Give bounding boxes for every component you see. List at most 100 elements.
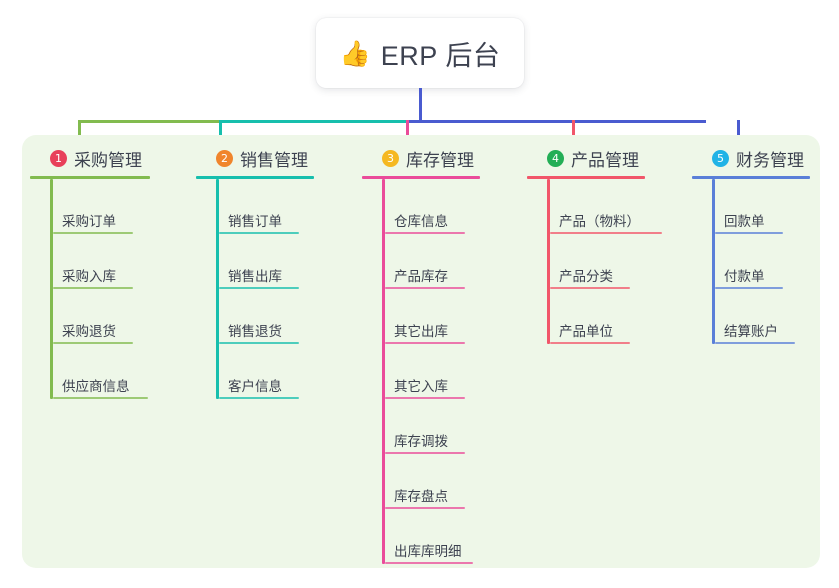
branch-item-underline — [53, 397, 148, 399]
branch-item[interactable]: 产品库存 — [382, 234, 527, 289]
branch-items-sales: 销售订单销售出库销售退货客户信息 — [196, 179, 361, 399]
branch-item-label: 库存调拨 — [394, 434, 448, 449]
branch-item-label: 仓库信息 — [394, 214, 448, 229]
branch-items-product: 产品（物料） 产品分类产品单位 — [527, 179, 692, 344]
branch-item-label: 出库库明细 — [394, 544, 462, 559]
branch-item-label: 采购退货 — [62, 324, 116, 339]
branch-item-underline — [219, 342, 299, 344]
branch-item-underline — [385, 507, 465, 509]
branch-item-underline — [385, 342, 465, 344]
branch-column-product: 4 产品管理产品（物料） 产品分类产品单位 — [527, 146, 692, 344]
branch-item[interactable]: 产品单位 — [547, 289, 692, 344]
root-node-erp-backend[interactable]: 👍 ERP 后台 — [316, 18, 524, 88]
branch-item[interactable]: 销售退货 — [216, 289, 361, 344]
branch-item[interactable]: 供应商信息 — [50, 344, 195, 399]
branch-item[interactable]: 其它出库 — [382, 289, 527, 344]
branch-item-underline — [385, 397, 465, 399]
branch-title: 销售管理 — [240, 150, 308, 170]
branch-items-finance: 回款单付款单结算账户 — [692, 179, 839, 344]
branch-item[interactable]: 回款单 — [712, 179, 839, 234]
branch-column-inventory: 3 库存管理仓库信息产品库存其它出库其它入库库存调拨库存盘点出库库明细 — [362, 146, 527, 564]
branch-header-underline — [196, 176, 314, 179]
branch-item-label: 付款单 — [724, 269, 765, 284]
branch-column-finance: 5 财务管理回款单付款单结算账户 — [692, 146, 839, 344]
branch-title: 采购管理 — [74, 150, 142, 170]
connector-root-stem — [419, 88, 422, 123]
branch-number-badge: 3 — [382, 149, 399, 167]
branch-item-label: 产品库存 — [394, 269, 448, 284]
branch-item-label: 采购入库 — [62, 269, 116, 284]
branch-item-underline — [385, 287, 465, 289]
branch-item-underline — [550, 342, 630, 344]
branch-item-underline — [53, 287, 133, 289]
branch-item[interactable]: 销售订单 — [216, 179, 361, 234]
branch-header-inventory[interactable]: 3 库存管理 — [362, 146, 527, 170]
branch-items-inventory: 仓库信息产品库存其它出库其它入库库存调拨库存盘点出库库明细 — [362, 179, 527, 564]
branch-item-label: 销售订单 — [228, 214, 282, 229]
branch-header-product[interactable]: 4 产品管理 — [527, 146, 692, 170]
branch-item[interactable]: 结算账户 — [712, 289, 839, 344]
branch-header-purchase[interactable]: 1 采购管理 — [30, 146, 195, 170]
branch-items-purchase: 采购订单采购入库采购退货供应商信息 — [30, 179, 195, 399]
branches-panel — [22, 135, 820, 568]
branch-header-underline — [362, 176, 480, 179]
branch-item[interactable]: 采购订单 — [50, 179, 195, 234]
connector-bus-indigo — [406, 120, 706, 123]
branch-header-sales[interactable]: 2 销售管理 — [196, 146, 361, 170]
branch-item[interactable]: 仓库信息 — [382, 179, 527, 234]
connector-drop-1 — [78, 120, 81, 146]
branch-item[interactable]: 库存调拨 — [382, 399, 527, 454]
branch-item[interactable]: 采购入库 — [50, 234, 195, 289]
branch-item[interactable]: 产品分类 — [547, 234, 692, 289]
branch-header-underline — [527, 176, 645, 179]
branch-number-badge: 5 — [712, 149, 729, 167]
branch-item-label: 产品单位 — [559, 324, 613, 339]
branch-number-badge: 1 — [50, 149, 67, 167]
branch-title: 库存管理 — [406, 150, 474, 170]
branch-header-underline — [30, 176, 150, 179]
branch-item-underline — [385, 452, 465, 454]
branch-column-sales: 2 销售管理销售订单销售出库销售退货客户信息 — [196, 146, 361, 399]
branch-item-underline — [219, 397, 299, 399]
connector-drop-5 — [737, 120, 740, 146]
branch-item[interactable]: 库存盘点 — [382, 454, 527, 509]
connector-bus-green — [78, 120, 219, 123]
branch-item-underline — [715, 342, 795, 344]
connector-drop-3 — [406, 120, 409, 146]
branch-item-label: 库存盘点 — [394, 489, 448, 504]
branch-item-label: 产品（物料） — [559, 214, 640, 229]
branch-title: 产品管理 — [571, 150, 639, 170]
branch-item-underline — [385, 562, 473, 564]
branch-item-label: 采购订单 — [62, 214, 116, 229]
branch-spine — [547, 179, 550, 344]
branch-spine — [50, 179, 53, 399]
branch-title: 财务管理 — [736, 150, 804, 170]
branch-number-badge: 2 — [216, 149, 233, 167]
branch-spine — [712, 179, 715, 344]
branch-spine — [216, 179, 219, 399]
branch-item-label: 销售出库 — [228, 269, 282, 284]
branch-item[interactable]: 采购退货 — [50, 289, 195, 344]
branch-item[interactable]: 付款单 — [712, 234, 839, 289]
branch-item[interactable]: 客户信息 — [216, 344, 361, 399]
branch-item[interactable]: 销售出库 — [216, 234, 361, 289]
branch-item-label: 供应商信息 — [62, 379, 130, 394]
branch-header-finance[interactable]: 5 财务管理 — [692, 146, 839, 170]
branch-item-underline — [715, 232, 783, 234]
branch-item-label: 其它入库 — [394, 379, 448, 394]
connector-drop-4 — [572, 120, 575, 146]
branch-item-underline — [385, 232, 465, 234]
branch-spine — [382, 179, 385, 564]
root-node-title: ERP 后台 — [380, 40, 501, 71]
branch-header-underline — [692, 176, 810, 179]
branch-item[interactable]: 产品（物料） — [547, 179, 692, 234]
branch-item[interactable]: 其它入库 — [382, 344, 527, 399]
branch-item-underline — [715, 287, 783, 289]
branch-column-purchase: 1 采购管理采购订单采购入库采购退货供应商信息 — [30, 146, 195, 399]
branch-item[interactable]: 出库库明细 — [382, 509, 527, 564]
branch-number-badge: 4 — [547, 149, 564, 167]
branch-item-underline — [219, 287, 299, 289]
branch-item-label: 销售退货 — [228, 324, 282, 339]
connector-drop-2 — [219, 120, 222, 146]
